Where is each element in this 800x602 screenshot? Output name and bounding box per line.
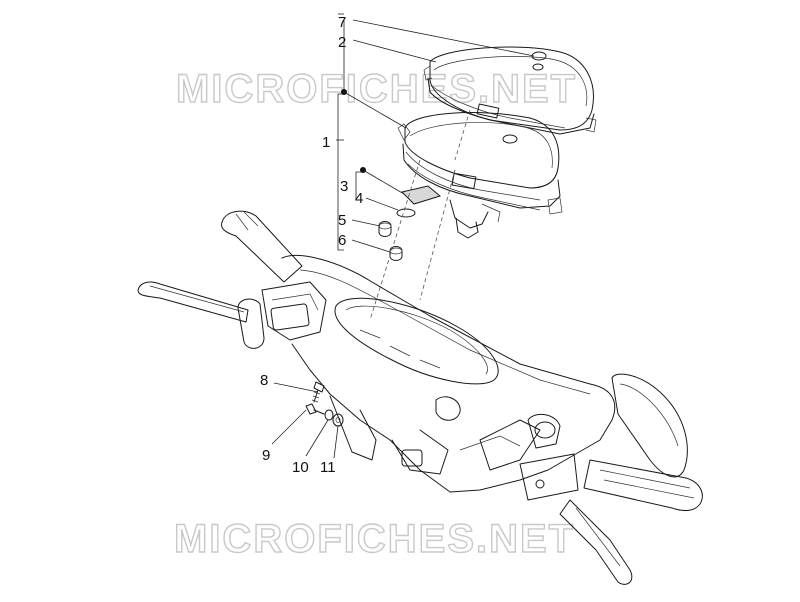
watermark-bottom: MICROFICHES.NET — [174, 517, 575, 561]
callout-6: 6 — [338, 232, 346, 249]
callout-5: 5 — [338, 212, 346, 229]
callout-9: 9 — [262, 447, 270, 464]
callout-2: 2 — [338, 34, 346, 51]
callout-1: 1 — [322, 134, 330, 151]
seal-ring — [396, 208, 416, 218]
callout-4: 4 — [355, 190, 363, 207]
bulb-socket — [378, 221, 392, 237]
instrument-cluster-body — [397, 112, 563, 239]
callout-11: 11 — [320, 459, 336, 476]
handlebar-assembly — [137, 210, 703, 585]
callout-7: 7 — [338, 14, 346, 31]
leader-lines — [271, 13, 535, 459]
bulb-holder — [401, 185, 442, 205]
bulb — [389, 246, 403, 261]
callout-3: 3 — [340, 178, 348, 195]
watermark-top: MICROFICHES.NET — [176, 67, 577, 111]
bolt — [305, 403, 325, 415]
callout-8: 8 — [260, 372, 268, 389]
callout-10: 10 — [292, 459, 309, 476]
washer-small — [324, 409, 334, 421]
